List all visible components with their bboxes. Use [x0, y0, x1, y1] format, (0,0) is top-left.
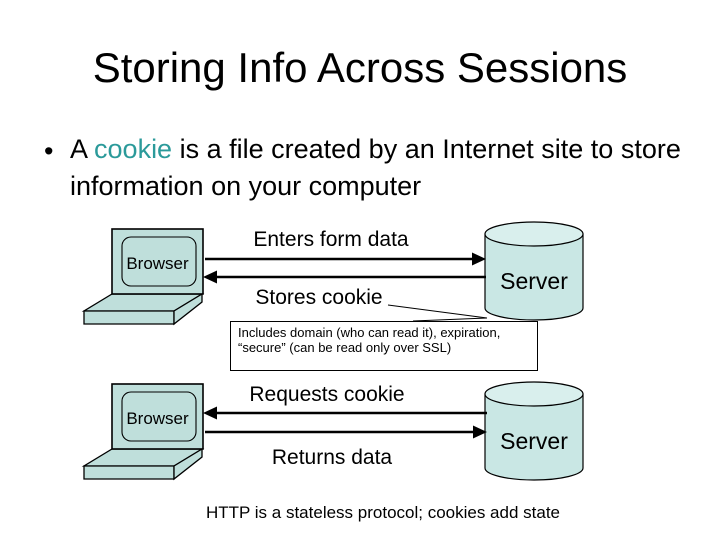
- footer-caption: HTTP is a stateless protocol; cookies ad…: [205, 503, 561, 522]
- stores-cookie-label: Stores cookie: [255, 286, 383, 309]
- note-callout-pointer: [387, 304, 488, 322]
- arrow-enters-form-data: [205, 252, 486, 266]
- bullet-marker: •: [44, 136, 54, 166]
- browser-laptop-icon-1: [83, 228, 204, 325]
- cookie-note-line-2: “secure” (can be read only over SSL): [238, 340, 452, 355]
- slide-title: Storing Info Across Sessions: [92, 44, 628, 91]
- server-label-2: Server: [500, 428, 568, 454]
- arrow-requests-cookie: [203, 406, 487, 420]
- bullet-text-pre: A: [70, 134, 95, 164]
- server-label-1: Server: [500, 268, 568, 294]
- cookie-note-box: Includes domain (who can read it), expir…: [230, 321, 538, 371]
- requests-cookie-label: Requests cookie: [249, 383, 405, 406]
- browser-label-1: Browser: [126, 254, 189, 273]
- cookie-note-line-1: Includes domain (who can read it), expir…: [238, 325, 501, 340]
- arrow-returns-data: [205, 425, 487, 439]
- browser-label-2: Browser: [126, 409, 189, 428]
- returns-data-label: Returns data: [271, 446, 393, 469]
- enters-form-data-label: Enters form data: [253, 228, 409, 251]
- bullet-text: A cookie is a file created by an Interne…: [70, 131, 702, 205]
- cookie-highlight: cookie: [94, 134, 173, 164]
- arrow-stores-cookie: [203, 270, 486, 284]
- bullet-text-post: is a file created by an Internet site to…: [70, 134, 681, 201]
- browser-laptop-icon-2: [83, 383, 204, 480]
